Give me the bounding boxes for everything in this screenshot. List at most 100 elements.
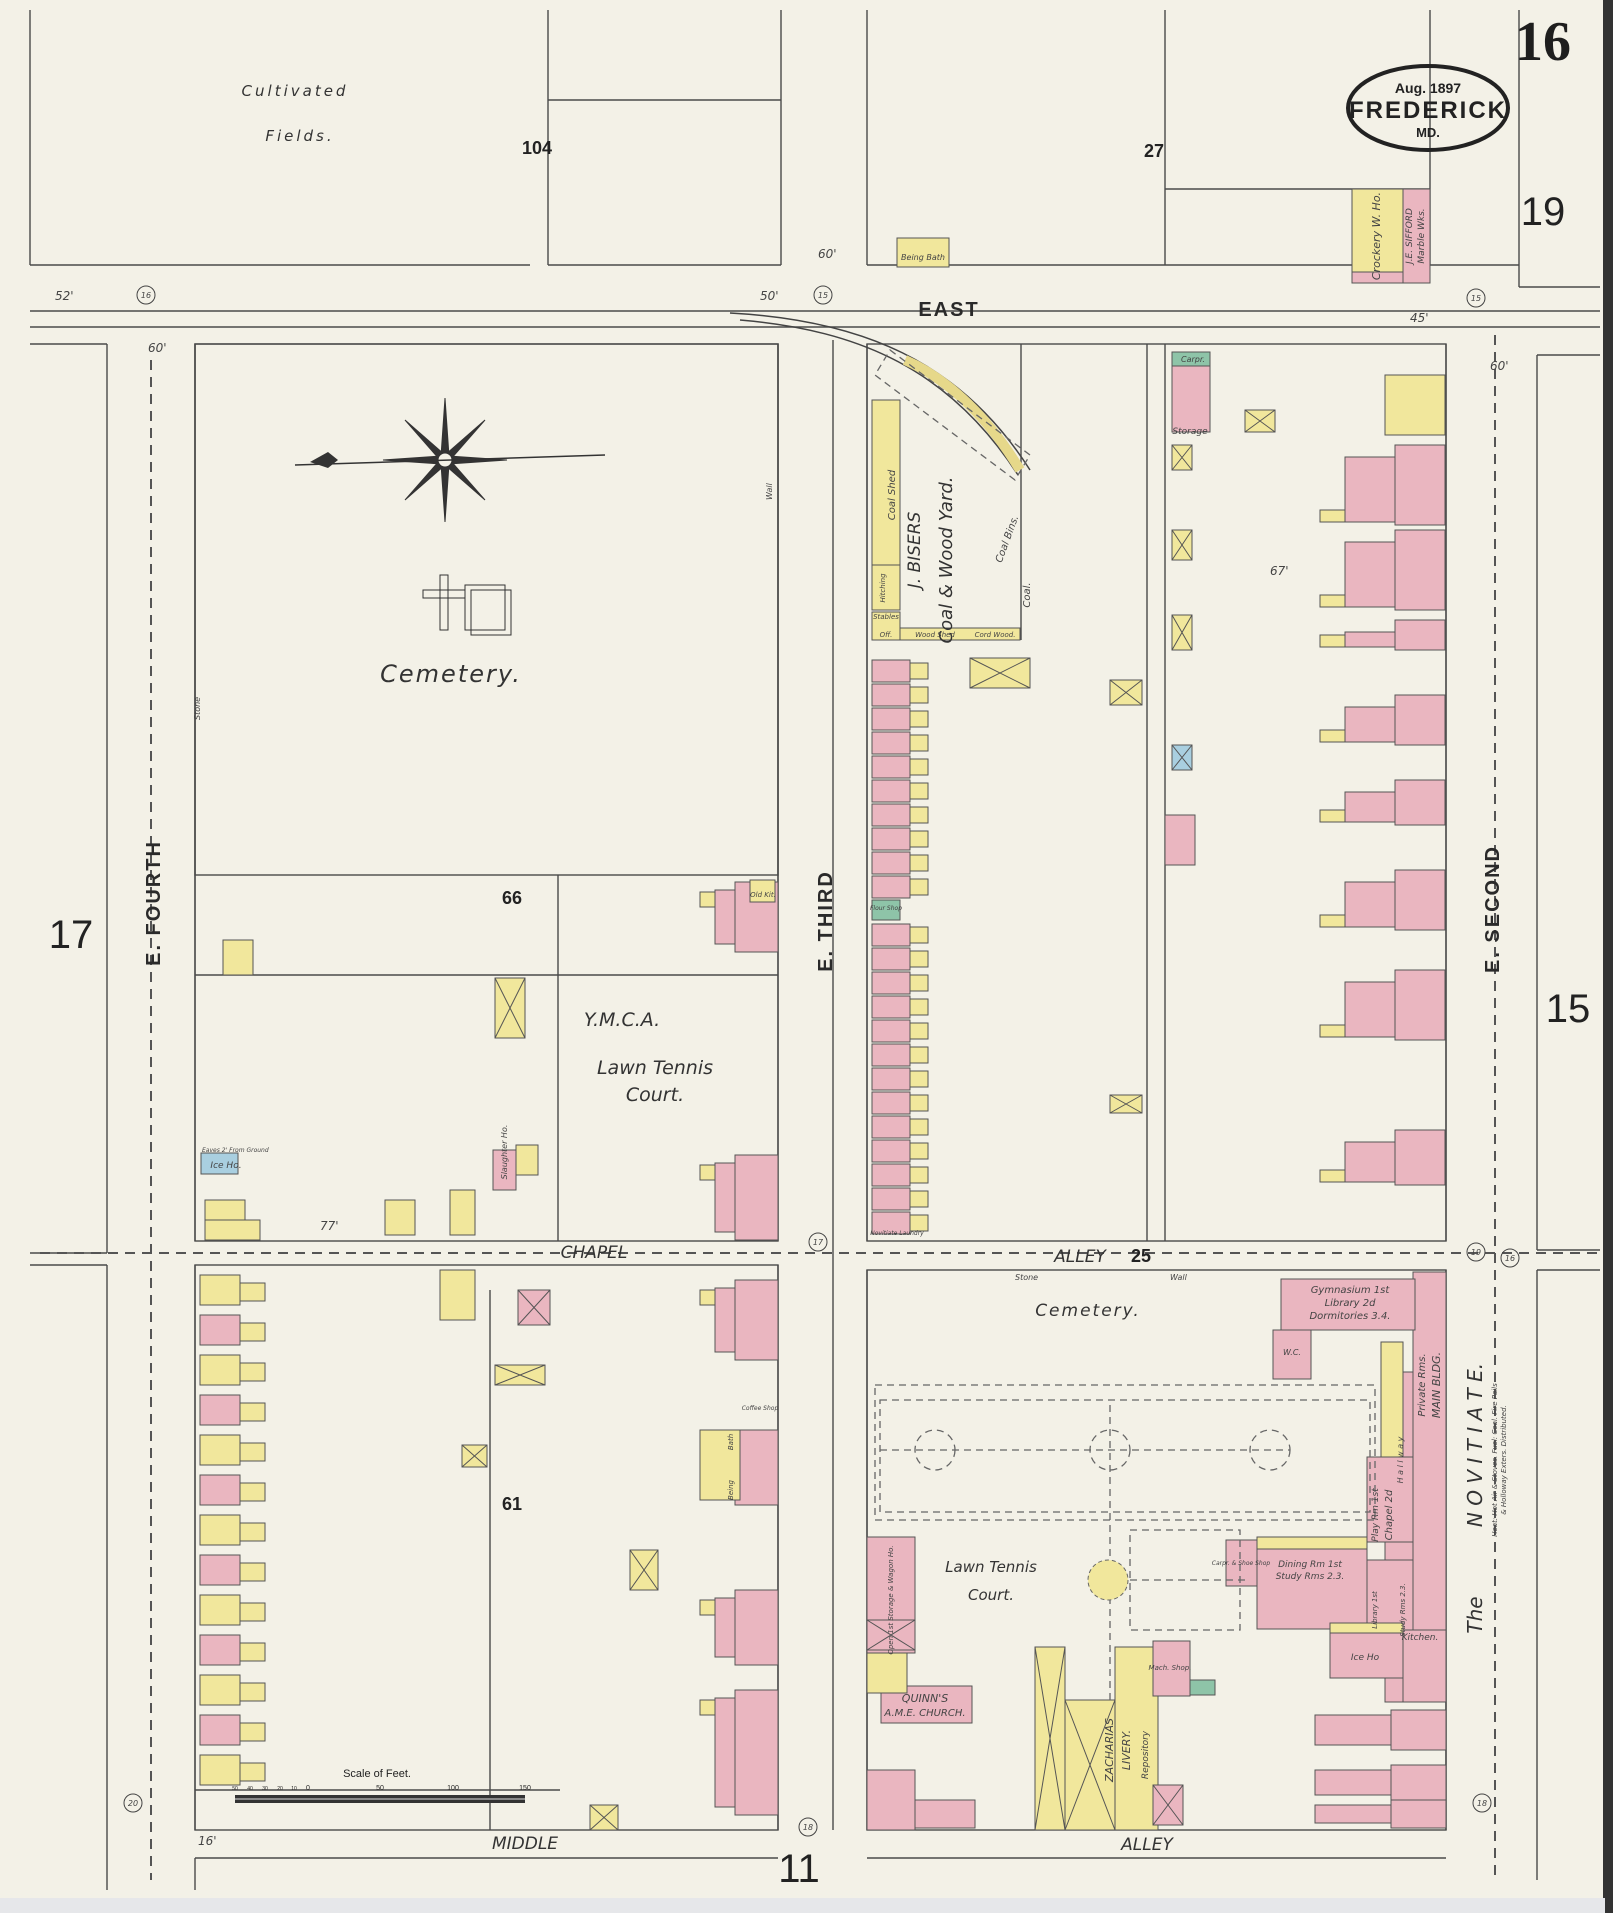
porch — [699, 891, 716, 908]
dwelling — [1390, 1764, 1447, 1801]
dwelling — [871, 851, 911, 875]
dwelling-rear — [909, 926, 929, 944]
dwelling — [871, 1187, 911, 1211]
dwelling — [1394, 444, 1446, 526]
crockery-warehouse — [1351, 188, 1404, 284]
porch — [1329, 1622, 1404, 1634]
dwelling — [871, 803, 911, 827]
porch — [699, 1699, 716, 1716]
label-ame-church: A.M.E. CHURCH. — [883, 1708, 965, 1719]
dwelling — [871, 1067, 911, 1091]
dwelling — [871, 707, 911, 731]
label-carpr: Carpr. — [1181, 355, 1205, 364]
label-marble-wks: Marble Wks. — [1417, 208, 1427, 263]
block-number: 61 — [502, 1494, 522, 1514]
block-number: 27 — [1144, 141, 1164, 161]
adjacent-sheet-west[interactable]: 17 — [49, 913, 94, 957]
label-stone: Stone — [193, 697, 202, 720]
dwelling — [222, 939, 254, 976]
trestle-outline — [874, 349, 1031, 481]
dwelling-rear — [909, 830, 929, 848]
dwelling-rear — [909, 1046, 929, 1064]
scan-margin — [0, 1898, 1605, 1913]
dwelling — [871, 995, 911, 1019]
label-private-rms: Private Rms. — [1417, 1353, 1428, 1416]
label-gymnasium: Gymnasium 1st — [1311, 1285, 1391, 1296]
dwelling — [866, 1652, 908, 1694]
street-width: 52' — [55, 289, 74, 303]
dwelling-rear — [1344, 631, 1396, 648]
scale-tick-label: 40 — [247, 1786, 253, 1792]
block-number: 104 — [522, 138, 552, 158]
porch — [1319, 1169, 1346, 1183]
dwelling — [734, 1429, 779, 1506]
label-quinns: QUINN'S — [902, 1692, 948, 1705]
street-width: 16' — [198, 1834, 217, 1848]
dwelling-rear — [909, 1142, 929, 1160]
dwelling — [1394, 619, 1446, 651]
scale-tick-label: 50 — [232, 1786, 238, 1792]
dwelling — [871, 1019, 911, 1043]
label-dormitories: Dormitories 3.4. — [1309, 1311, 1390, 1322]
dwelling — [871, 755, 911, 779]
carpenter-shop — [1171, 351, 1211, 367]
sifford-marble-works — [1402, 188, 1431, 284]
scale-tick-label: 10 — [291, 1786, 297, 1792]
dwelling — [871, 947, 911, 971]
label-sifford: J.E. SIFFORD — [1405, 208, 1415, 266]
label-stables: Stables — [873, 613, 899, 621]
porch — [239, 1562, 266, 1582]
scale-tick-label: 20 — [277, 1786, 283, 1792]
label-lawn-tennis-2: Lawn Tennis — [945, 1558, 1037, 1576]
dwelling — [449, 1189, 476, 1236]
porch — [1256, 1536, 1368, 1550]
bath-house — [896, 237, 950, 268]
dwelling-rear — [909, 758, 929, 776]
dwelling-rear — [909, 734, 929, 752]
open-shed-mark — [1171, 614, 1193, 651]
open-shed-mark — [589, 1804, 619, 1831]
hydrant-number: 20 — [128, 1799, 138, 1808]
dwelling — [871, 875, 911, 899]
porch — [699, 1164, 716, 1181]
dwelling-rear — [909, 710, 929, 728]
dwelling — [199, 1554, 241, 1586]
building — [1164, 814, 1196, 866]
dwelling-rear — [909, 974, 929, 992]
hydrant-icon — [1500, 1248, 1520, 1268]
street-width: 50' — [760, 289, 779, 303]
hydrant-number: 15 — [818, 291, 828, 300]
dwelling — [204, 1219, 261, 1241]
dwelling-rear — [909, 782, 929, 800]
street-width: 45' — [1410, 311, 1429, 325]
label-slaughter-ho: Slaughter Ho. — [500, 1125, 509, 1180]
dwelling — [199, 1274, 241, 1306]
building — [914, 1799, 976, 1829]
open-shed-mark — [1152, 1784, 1184, 1826]
porch — [239, 1282, 266, 1302]
dwelling-rear — [714, 1697, 736, 1808]
dwelling — [1394, 529, 1446, 611]
label-cemetery: Cemetery. — [380, 660, 522, 688]
dwelling-rear — [1314, 1804, 1392, 1824]
dwelling — [871, 1043, 911, 1067]
street-width: 60' — [1490, 359, 1509, 373]
adjacent-sheet-south[interactable]: 11 — [778, 1847, 820, 1891]
dwelling — [871, 971, 911, 995]
open-shed-mark — [1171, 744, 1193, 771]
dwelling — [871, 827, 911, 851]
smithy — [1189, 1679, 1216, 1696]
label-being-bath: Being Bath — [901, 253, 945, 262]
dwelling-rear — [909, 998, 929, 1016]
dwelling — [199, 1474, 241, 1506]
dwelling-rear — [1344, 881, 1396, 928]
adjacent-sheet-ne[interactable]: 19 — [1521, 190, 1566, 234]
adjacent-sheet-east[interactable]: 15 — [1546, 987, 1591, 1031]
dwelling — [1394, 694, 1446, 746]
old-kitchen — [749, 879, 776, 903]
street-e-second: E. SECOND — [1482, 845, 1504, 973]
porch — [699, 1289, 716, 1306]
scale-tick-label: 50 — [376, 1785, 384, 1792]
